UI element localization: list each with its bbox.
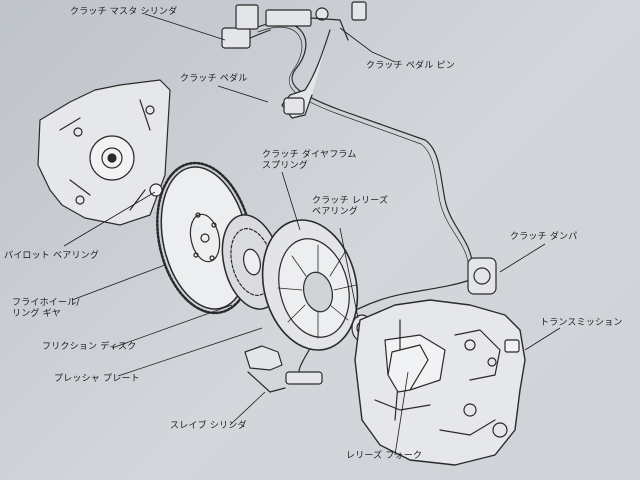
leader-friction-disc (111, 304, 233, 349)
label-slave-cylinder: スレイブ シリンダ (170, 421, 247, 431)
leader-pilot-bearing (63, 191, 156, 247)
label-clutch-damper: クラッチ ダンパ (510, 232, 578, 242)
label-flywheel-ring-gear: フライホイール/ リング ギヤ (12, 298, 80, 320)
label-pressure-plate: プレッシャ プレート (54, 374, 140, 384)
engine-block (37, 79, 171, 226)
label-pedal-pin: クラッチ ペダル ピン (366, 61, 455, 71)
label-release-bearing: クラッチ レリーズ ベアリング (312, 196, 388, 218)
leader-release-fork (394, 371, 409, 456)
leader-slave-cylinder (229, 391, 266, 426)
label-pilot-bearing: パイロット ベアリング (4, 251, 100, 261)
label-transmission: トランスミッション (540, 318, 623, 328)
label-diaphragm-line2: スプリング (262, 161, 309, 171)
leader-flywheel (71, 264, 166, 301)
clutch-pedal (281, 29, 331, 119)
leader-pedal-pin (339, 27, 396, 63)
hydraulic-line-inner (257, 26, 469, 263)
label-release-bearing-line2: ベアリング (312, 207, 359, 217)
label-flywheel-line1: フライホイール/ (12, 298, 80, 308)
label-release-bearing-line1: クラッチ レリーズ (312, 196, 389, 206)
clutch-damper (467, 257, 497, 295)
leader-pressure-plate (117, 327, 263, 377)
leader-transmission (524, 327, 561, 351)
master-cylinder (221, 1, 367, 49)
slave-cylinder (244, 345, 323, 393)
leader-clutch-pedal (217, 85, 269, 103)
label-diaphragm-line1: クラッチ ダイヤフラム (262, 150, 357, 160)
label-flywheel-line2: リング ギヤ (12, 309, 62, 319)
transmission (354, 299, 526, 466)
pressure-plate (261, 219, 359, 351)
hydraulic-line (254, 22, 473, 263)
label-diaphragm-spring: クラッチ ダイヤフラム スプリング (262, 150, 357, 172)
label-clutch-pedal: クラッチ ペダル (180, 74, 248, 84)
leader-clutch-damper (499, 243, 546, 273)
leader-master-cylinder (144, 13, 226, 41)
leader-release-bearing (339, 227, 359, 319)
label-friction-disc: フリクション ディスク (42, 342, 137, 352)
leader-diaphragm (281, 171, 301, 231)
release-fork (387, 344, 429, 393)
label-master-cylinder: クラッチ マスタ シリンダ (70, 7, 178, 17)
label-release-fork: レリーズ フォーク (346, 451, 423, 461)
